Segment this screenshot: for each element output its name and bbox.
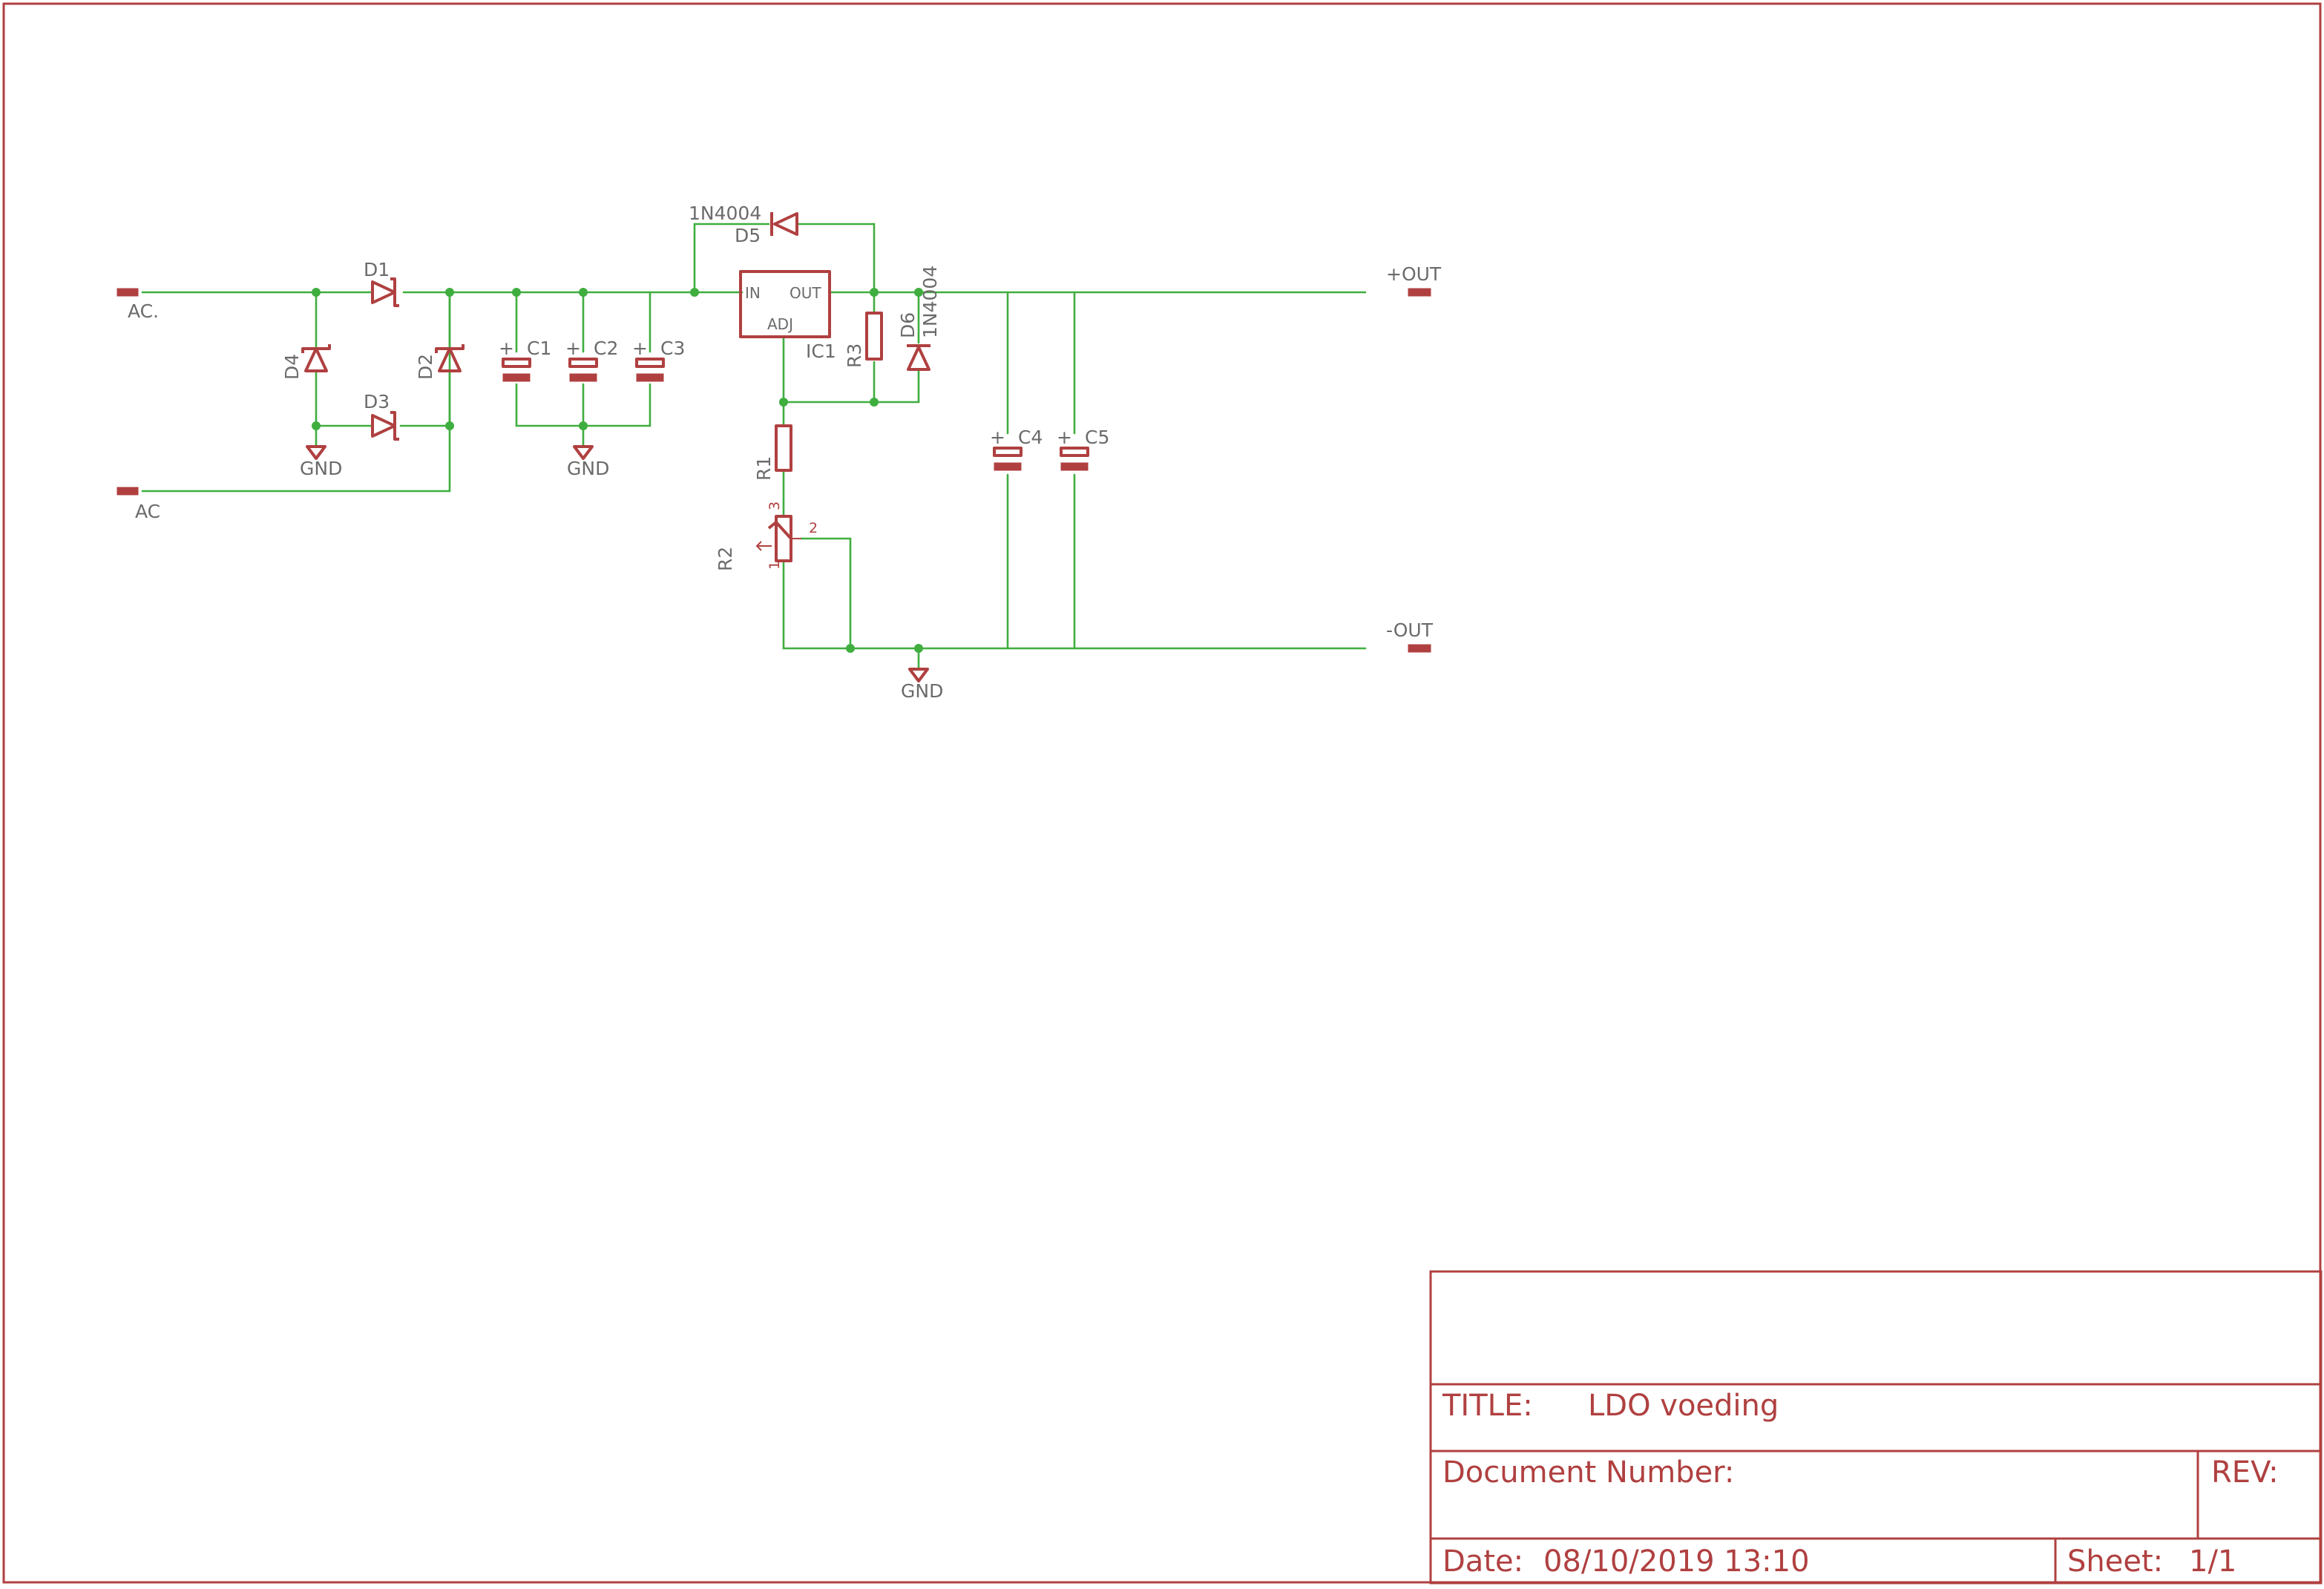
svg-text:C5: C5	[1085, 427, 1109, 448]
svg-text:1N4004: 1N4004	[919, 266, 941, 338]
resistor-r3: R3	[844, 312, 883, 368]
svg-text:C3: C3	[660, 338, 685, 359]
date-label: Date:	[1442, 1544, 1523, 1579]
svg-text:R3: R3	[844, 343, 865, 368]
resistor-r1: R1	[753, 424, 792, 481]
sheet-label: Sheet:	[2067, 1544, 2163, 1579]
capacitor-c2: + C2	[565, 338, 618, 382]
svg-text:+OUT: +OUT	[1386, 263, 1442, 285]
svg-text:IN: IN	[745, 284, 761, 302]
title-value: LDO voeding	[1588, 1389, 1779, 1423]
diode-d3: D3	[364, 391, 399, 441]
junctions	[312, 288, 923, 653]
connector-out-neg: -OUT	[1386, 619, 1434, 653]
svg-text:GND: GND	[901, 680, 943, 702]
svg-text:D6: D6	[897, 312, 919, 338]
svg-text:ADJ: ADJ	[767, 315, 793, 333]
capacitor-c5: + C5	[1057, 427, 1109, 471]
svg-text:D4: D4	[281, 354, 303, 380]
svg-text:2: 2	[809, 520, 818, 536]
svg-text:C2: C2	[594, 338, 618, 359]
svg-text:+: +	[632, 338, 648, 359]
svg-text:+: +	[499, 338, 514, 359]
connector-out-pos: +OUT	[1386, 263, 1442, 297]
svg-text:+: +	[1057, 427, 1072, 448]
ground-symbol-1: GND	[300, 445, 342, 479]
capacitor-c1: + C1	[499, 338, 551, 382]
svg-text:AC: AC	[135, 501, 160, 522]
svg-text:C1: C1	[527, 338, 551, 359]
title-block: TITLE: LDO voeding Document Number: REV:…	[1429, 1270, 2323, 1585]
regulator-ic1: IN OUT ADJ IC1	[739, 270, 836, 362]
svg-text:D1: D1	[364, 259, 390, 280]
rev-label: REV:	[2211, 1455, 2279, 1490]
svg-text:-OUT: -OUT	[1386, 619, 1434, 641]
svg-text:1N4004: 1N4004	[689, 203, 761, 224]
svg-text:D2: D2	[415, 354, 436, 380]
ground-symbol-2: GND	[567, 445, 609, 479]
document-number-label: Document Number:	[1442, 1455, 1734, 1490]
svg-text:OUT: OUT	[790, 284, 821, 302]
diode-d6: D6 1N4004	[897, 266, 941, 371]
sheet-value: 1/1	[2189, 1544, 2236, 1579]
title-label: TITLE:	[1442, 1389, 1533, 1423]
svg-text:C4: C4	[1018, 427, 1043, 448]
svg-text:1: 1	[767, 561, 783, 570]
capacitor-c4: + C4	[990, 427, 1043, 471]
diode-d5: 1N4004 D5	[689, 203, 798, 246]
capacitor-c3: + C3	[632, 338, 685, 382]
diode-d2: D2	[415, 344, 465, 380]
diode-d1: D1	[364, 259, 399, 307]
svg-text:GND: GND	[300, 458, 342, 479]
svg-text:+: +	[565, 338, 581, 359]
ground-symbol-3: GND	[901, 668, 943, 702]
svg-text:3: 3	[767, 501, 783, 510]
svg-text:GND: GND	[567, 458, 609, 479]
diode-d4: D4	[281, 344, 331, 380]
svg-text:+: +	[990, 427, 1005, 448]
svg-text:R1: R1	[753, 456, 775, 481]
potentiometer-r2: 1 2 3 R2	[715, 501, 818, 571]
connector-ac-bottom: AC	[116, 487, 160, 522]
svg-text:R2: R2	[715, 547, 736, 571]
connector-ac-top: AC.	[116, 288, 159, 322]
date-value: 08/10/2019 13:10	[1543, 1544, 1810, 1579]
svg-text:D5: D5	[735, 225, 761, 246]
wires	[141, 223, 1367, 669]
svg-text:D3: D3	[364, 391, 390, 412]
svg-text:IC1: IC1	[806, 340, 836, 362]
svg-text:AC.: AC.	[128, 300, 159, 322]
